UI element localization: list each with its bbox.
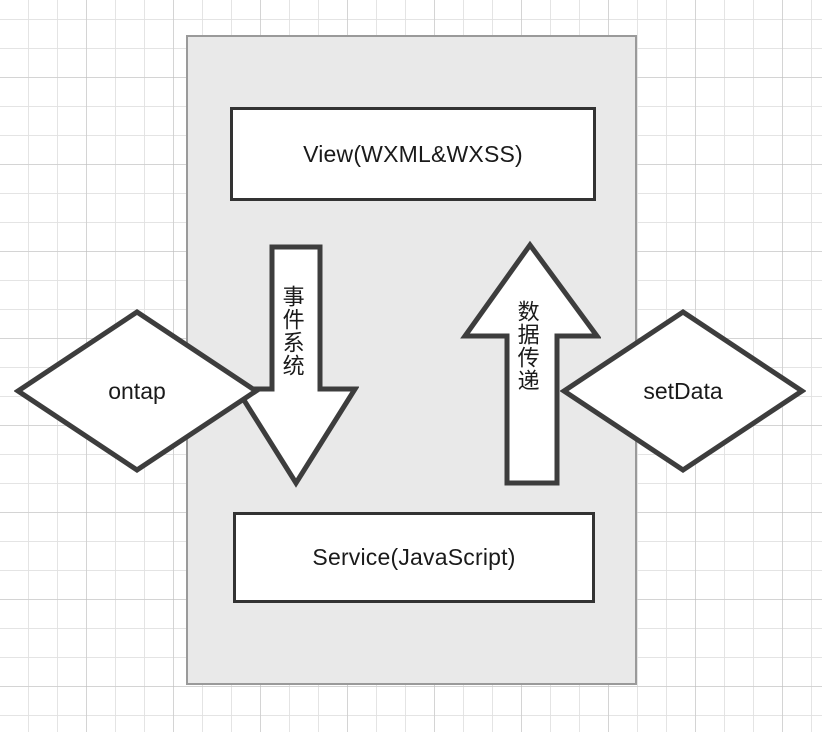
ontap-node[interactable]: ontap <box>14 308 260 474</box>
service-node[interactable]: Service(JavaScript) <box>233 512 595 603</box>
view-node[interactable]: View(WXML&WXSS) <box>230 107 596 201</box>
data-transfer-arrow-shape <box>460 240 601 486</box>
setdata-node[interactable]: setData <box>560 308 806 474</box>
ontap-diamond-shape <box>14 308 260 474</box>
event-system-arrow <box>233 243 359 488</box>
setdata-diamond-shape <box>560 308 806 474</box>
event-system-arrow-shape <box>233 244 359 488</box>
view-node-label: View(WXML&WXSS) <box>303 140 523 167</box>
service-node-label: Service(JavaScript) <box>312 544 516 570</box>
data-transfer-arrow <box>459 240 601 488</box>
